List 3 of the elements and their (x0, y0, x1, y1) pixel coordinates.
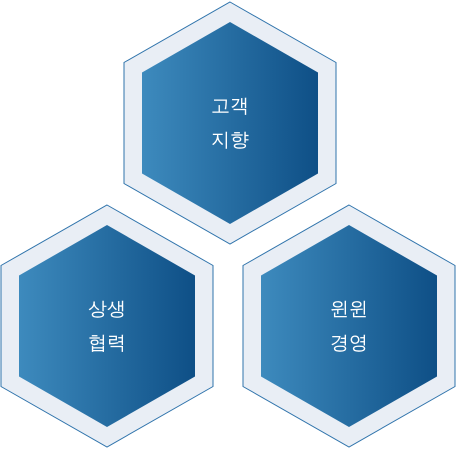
hexagon-tile: 고객 지향 (123, 1, 337, 245)
hexagon-tile: 윈윈 경영 (242, 204, 456, 448)
hexagon-tile: 상생 협력 (0, 204, 214, 448)
